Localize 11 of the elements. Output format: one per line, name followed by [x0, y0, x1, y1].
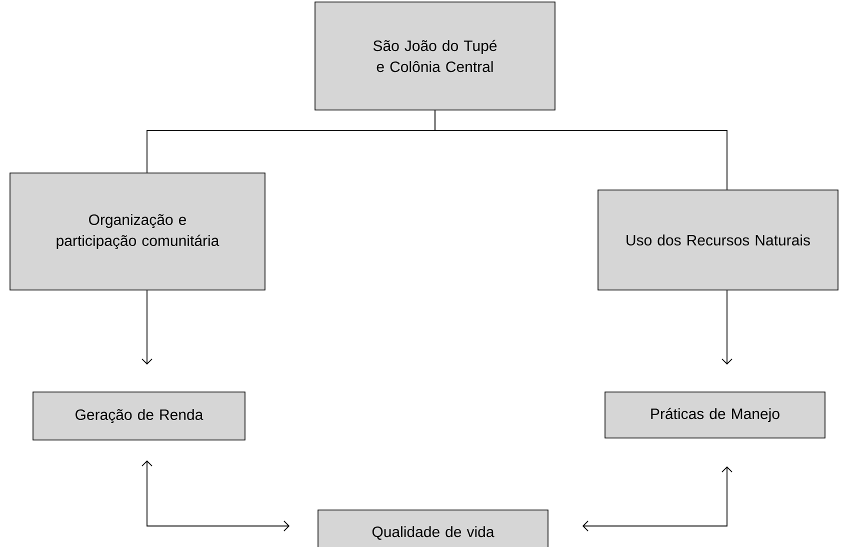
- root-box: São João do Tupé e Colônia Central: [314, 2, 556, 110]
- process-box: Geração de Renda: [32, 392, 246, 440]
- connector: [142, 460, 290, 532]
- connector: [142, 290, 152, 365]
- connector: [434, 110, 728, 190]
- process-box: Práticas de Manejo: [604, 392, 826, 438]
- process-box: Uso dos Recursos Naturais: [598, 190, 838, 290]
- process-box: Qualidade de vida: [318, 510, 548, 547]
- process-box: Organização e participação comunitária: [10, 172, 266, 290]
- connector: [722, 290, 732, 365]
- connector: [582, 466, 732, 532]
